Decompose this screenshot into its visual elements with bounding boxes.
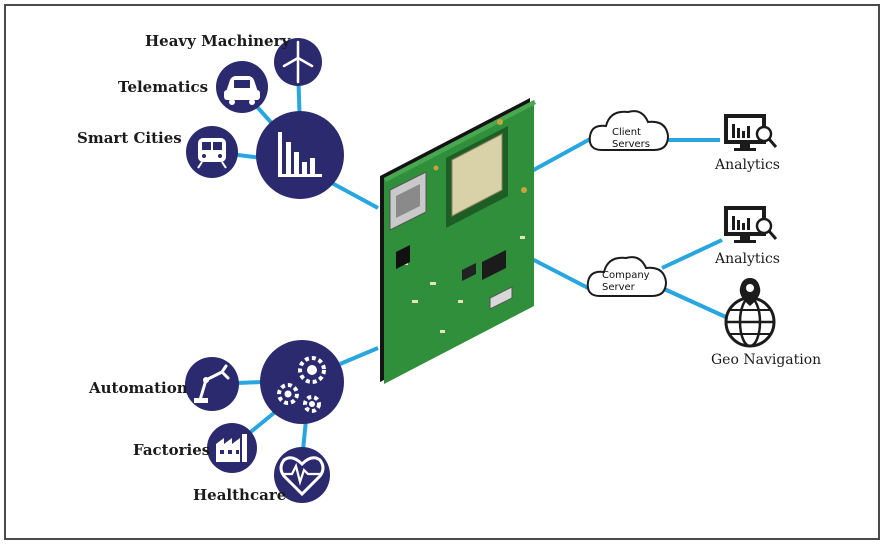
monitor-analytics-icon xyxy=(724,114,778,151)
label-analytics-mid: Analytics xyxy=(715,251,780,267)
globe-pin-icon xyxy=(724,278,776,348)
wind-turbine-icon xyxy=(274,38,322,86)
cloud-label-line: Company xyxy=(602,270,650,281)
diagram-frame xyxy=(4,4,880,540)
label-geo-navigation: Geo Navigation xyxy=(711,352,822,368)
label-telematics: Telematics xyxy=(118,78,209,96)
label-smart-cities: Smart Cities xyxy=(77,129,182,147)
label-analytics-top: Analytics xyxy=(715,157,780,173)
label-automation: Automation xyxy=(89,379,188,397)
label-factories: Factories xyxy=(133,441,211,459)
train-icon xyxy=(186,126,238,178)
label-healthcare: Healthcare xyxy=(193,486,287,504)
cloud-icon xyxy=(588,110,670,151)
robot-arm-icon xyxy=(185,357,239,411)
label-heavy-machinery: Heavy Machinery xyxy=(145,32,291,50)
monitor-analytics-icon xyxy=(724,206,778,243)
bar-chart-icon xyxy=(256,111,344,199)
cloud-label-line: Server xyxy=(602,282,635,293)
cloud-label-line: Client xyxy=(612,127,641,138)
factory-icon xyxy=(207,423,257,473)
cloud-icon xyxy=(586,256,668,297)
iot-module-board xyxy=(380,98,536,384)
car-icon xyxy=(216,61,268,113)
cloud-label-company-server: Company Server xyxy=(602,270,650,294)
gears-icon xyxy=(260,340,344,424)
cloud-label-line: Servers xyxy=(612,139,651,150)
heart-pulse-icon xyxy=(274,447,330,503)
cloud-label-client-servers: Client Servers xyxy=(612,127,650,151)
